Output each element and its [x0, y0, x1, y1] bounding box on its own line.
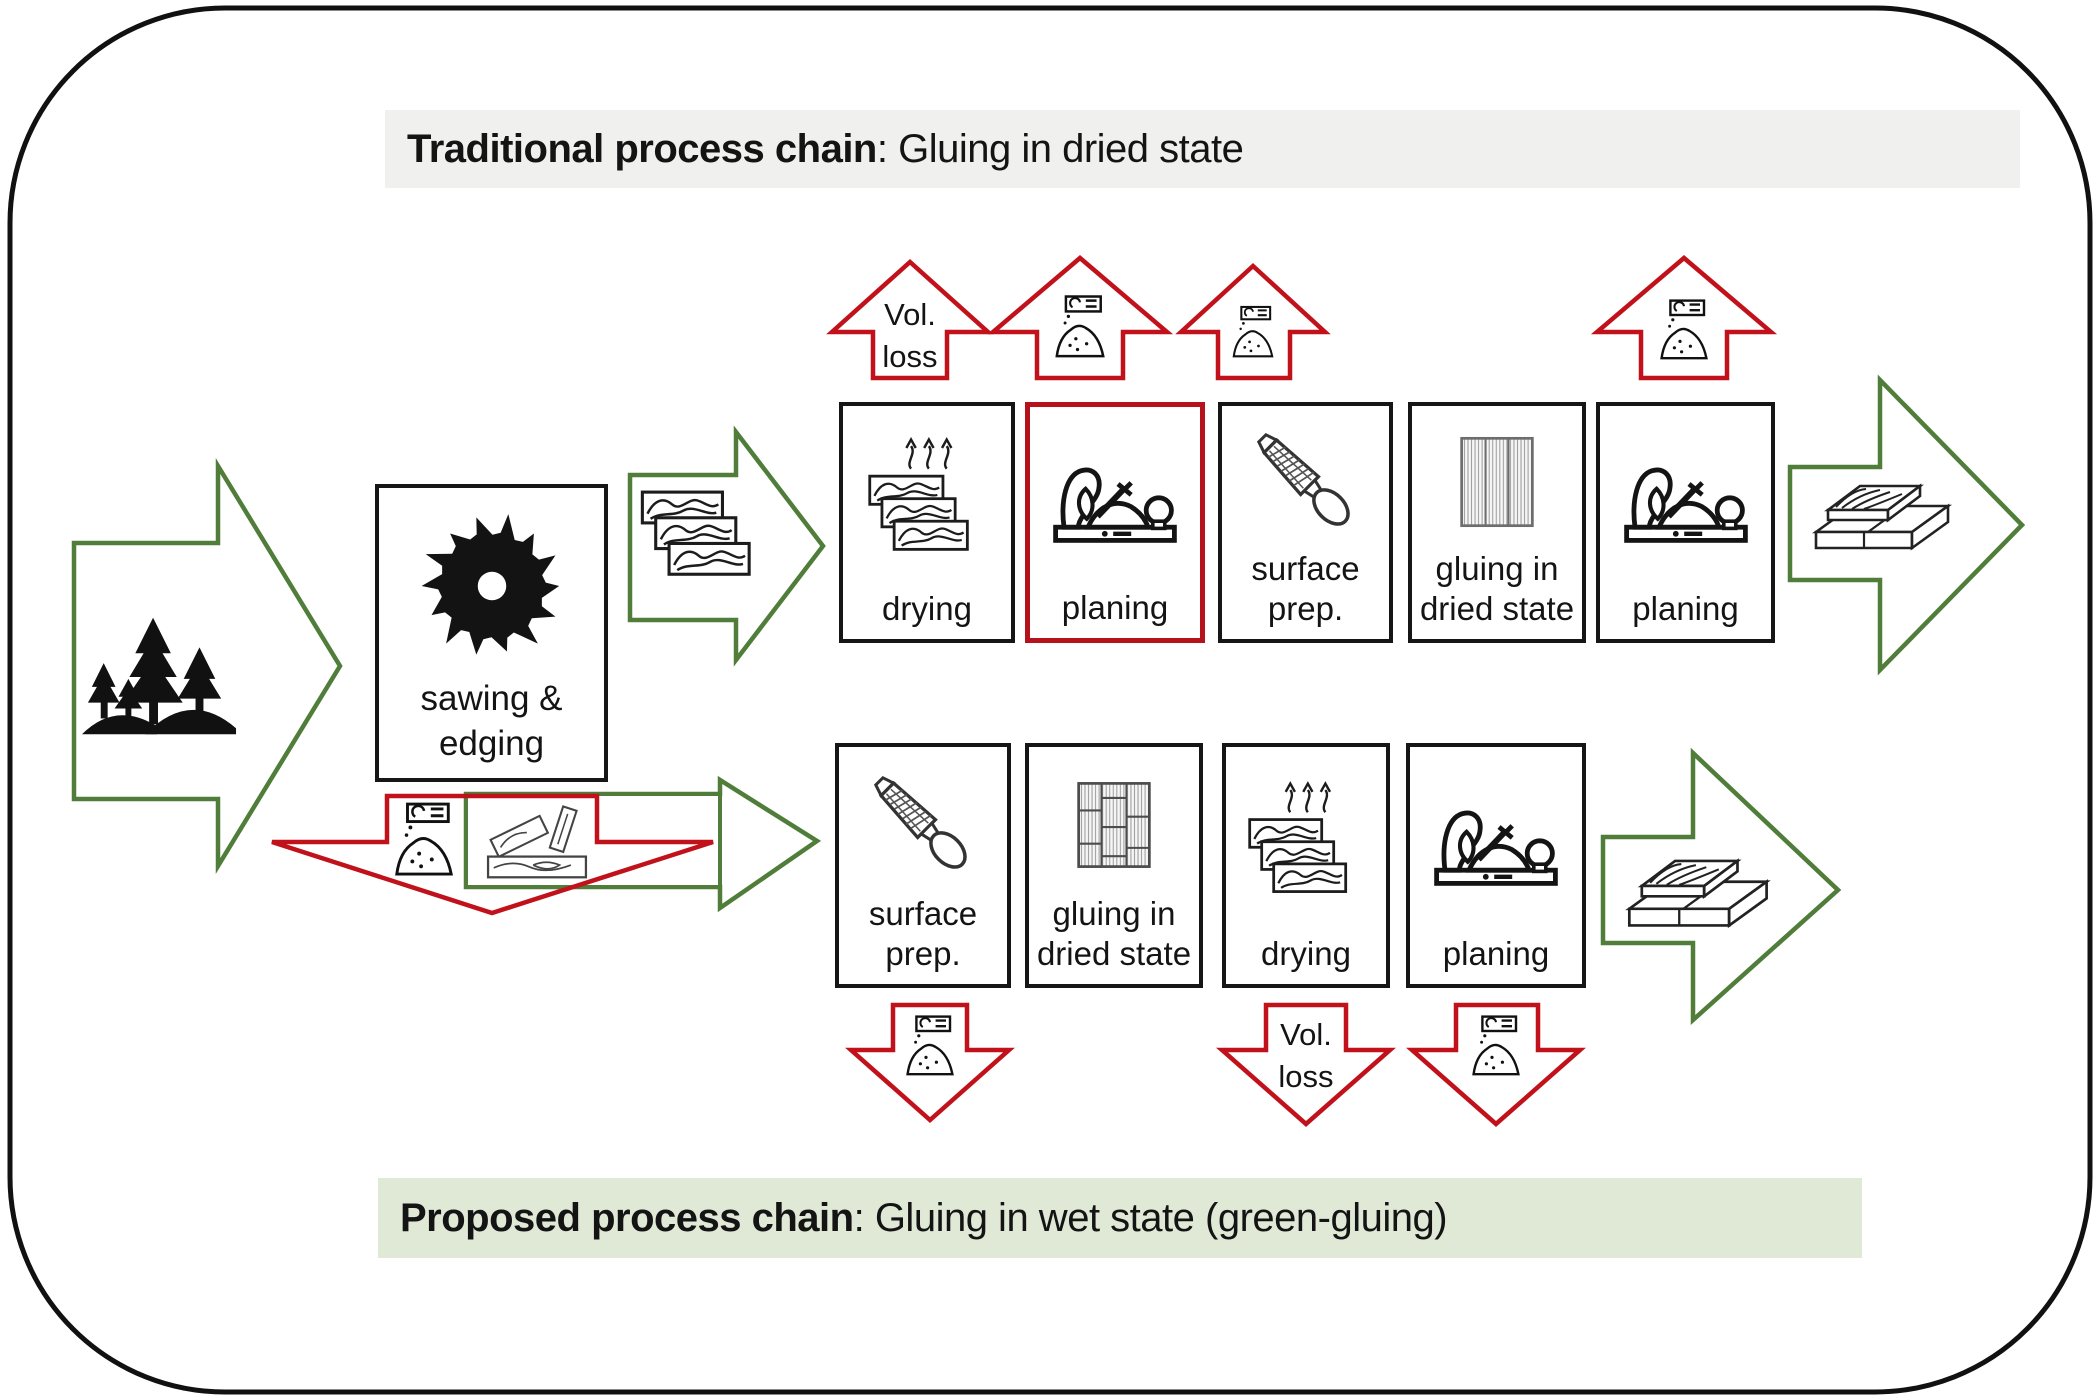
box-label: prep. [885, 935, 961, 972]
glued-panel-icon [1412, 406, 1582, 549]
process-box-top-drying: drying [839, 402, 1015, 643]
header-traditional-rest: : Gluing in dried state [876, 126, 1244, 171]
box-label: planing [1632, 590, 1739, 627]
box-label: surface [1251, 550, 1360, 587]
process-box-sawing-edging: sawing & edging [375, 484, 608, 782]
hand-plane-icon [1600, 406, 1771, 589]
loss-arrow-up-planing2 [1590, 255, 1778, 381]
box-label: gluing in [1435, 550, 1559, 587]
vol-loss-label-bottom: Vol. loss [1278, 1017, 1334, 1094]
process-box-top-gluing-dried: gluing in dried state [1408, 402, 1586, 643]
box-label: planing [1061, 589, 1169, 626]
header-proposed-rest: : Gluing in wet state (green-gluing) [853, 1195, 1448, 1240]
loss-arrow-down-sawing-byproduct [271, 793, 714, 916]
circular-saw-blade-icon [379, 488, 604, 676]
loss-arrow-up-drying [826, 258, 994, 381]
header-proposed-bold: Proposed process chain [400, 1195, 854, 1240]
loss-arrow-up-planing1 [986, 255, 1174, 381]
process-box-bottom-planing: planing [1406, 743, 1586, 988]
glued-panel-icon [1029, 747, 1199, 894]
drying-boards-steam-icon [843, 406, 1011, 589]
box-label: drying [1261, 935, 1351, 972]
figure-rounded-border [7, 5, 2093, 1395]
header-traditional-chain: Traditional process chain: Gluing in dri… [385, 110, 2020, 188]
process-box-bottom-gluing: gluing in dried state [1025, 743, 1203, 988]
process-box-top-surface-prep: surface prep. [1218, 402, 1393, 643]
box-label: drying [882, 590, 972, 627]
process-box-top-planing-eliminated: planing [1025, 402, 1205, 643]
loss-arrow-up-surface-prep [1175, 262, 1331, 381]
vol-loss-label-top: Vol. loss [882, 297, 938, 374]
header-traditional-bold: Traditional process chain [407, 126, 877, 171]
hand-plane-icon [1410, 747, 1582, 934]
drying-boards-steam-icon [1226, 747, 1386, 934]
process-box-bottom-surface-prep: surface prep. [835, 743, 1011, 988]
sawdust-icon-sawing [395, 802, 453, 876]
loss-arrow-down-drying [1216, 1002, 1396, 1127]
header-proposed-chain: Proposed process chain: Gluing in wet st… [378, 1178, 1862, 1258]
box-label: gluing in [1052, 895, 1176, 932]
wood-rasp-icon [1222, 406, 1389, 549]
box-label: dried state [1419, 590, 1575, 627]
box-label: prep. [1267, 590, 1344, 627]
box-label: dried state [1036, 935, 1192, 972]
wood-rasp-icon [839, 747, 1007, 894]
box-label: surface [868, 895, 978, 932]
process-box-bottom-drying: drying [1222, 743, 1390, 988]
process-box-top-planing2: planing [1596, 402, 1775, 643]
box-label: planing [1442, 935, 1550, 972]
sawing-edging-label: sawing & edging [420, 679, 563, 763]
hand-plane-icon [1030, 407, 1200, 588]
